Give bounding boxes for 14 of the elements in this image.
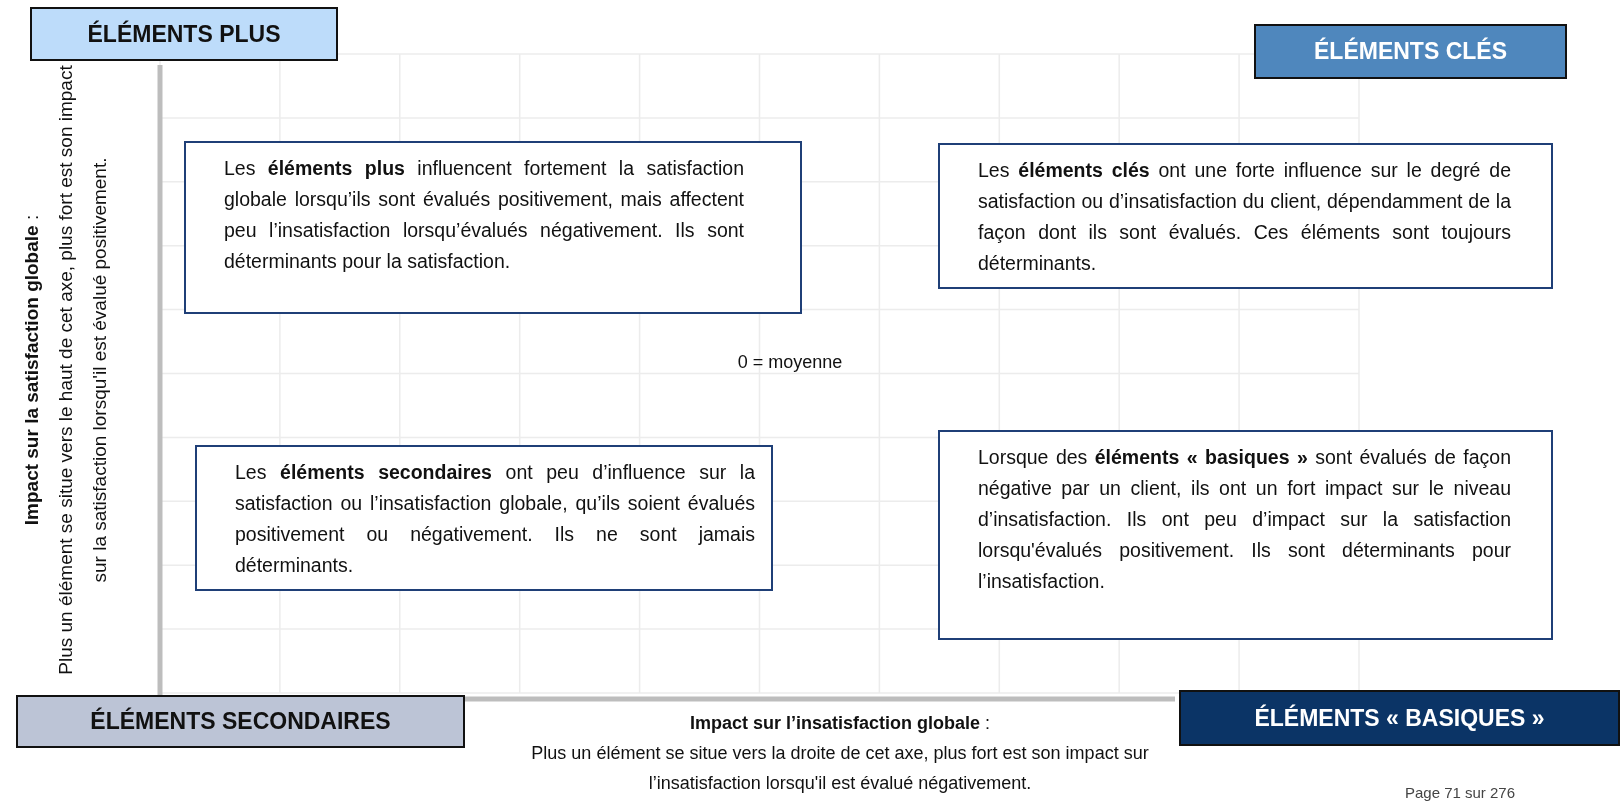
description-panel: Lorsque des éléments « basiques » sont évalués de façon négative par un client, ils ont un fort impact sur le niveau d’insatisfaction. Ils ont peu d’impact sur la satisfaction lorsqu'évalués positivement. Ils sont déterminants pour l’insatisfaction. [938, 430, 1553, 640]
axis-description: Plus un élément se situe vers la droite de cet axe, plus fort est son impact sur l’insatisfaction lorsqu'il est évalué négativement. [530, 742, 1150, 795]
page-number: Page 71 sur 276 [1403, 783, 1517, 803]
axis-description: Plus un élément se situe vers le haut de cet axe, plus fort est son impact sur la satisfaction lorsqu'il est évalué positivement. [54, 64, 111, 677]
axis-title: Impact sur la satisfaction globale : [20, 213, 43, 528]
description-panel: Les éléments secondaires ont peu d’influence sur la satisfaction ou l’insatisfaction globale, qu’ils soient évalués positivement ou négativement. Ils ne sont jamais déterminants. [195, 445, 773, 591]
origin-note: 0 = moyenne [736, 351, 844, 374]
quadrant-title: ÉLÉMENTS PLUS [30, 7, 338, 61]
quadrant-title: ÉLÉMENTS SECONDAIRES [16, 695, 465, 748]
description-panel: Les éléments plus influencent fortement la satisfaction globale lorsqu’ils sont évalués positivement, mais affectent peu l’insatisfaction lorsqu’évalués négativement. Ils sont déterminants pour la satisfaction. [184, 141, 802, 314]
description-panel: Les éléments clés ont une forte influence sur le degré de satisfaction ou d’insatisfaction du client, dépendamment de la façon dont ils sont évalués. Ces éléments sont toujours déterminants. [938, 143, 1553, 289]
axis-title: Impact sur l’insatisfaction globale : [688, 712, 992, 735]
quadrant-title: ÉLÉMENTS CLÉS [1254, 24, 1567, 79]
quadrant-title: ÉLÉMENTS « BASIQUES » [1179, 690, 1620, 746]
